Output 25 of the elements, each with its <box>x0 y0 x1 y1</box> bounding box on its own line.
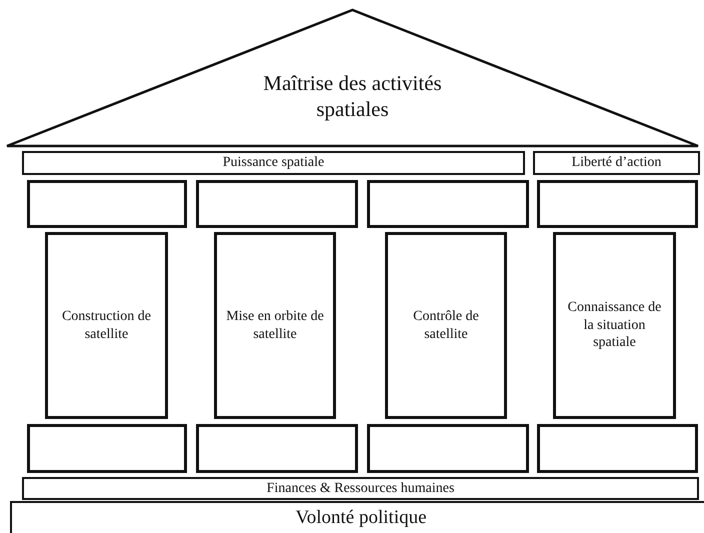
pillar-box <box>214 232 336 419</box>
pillar-box <box>385 232 507 419</box>
beam-bar <box>22 151 525 175</box>
pillar-label: Mise en orbite de satellite <box>225 308 325 343</box>
pillar-base-box <box>196 424 358 473</box>
pillar-base-box <box>537 424 698 473</box>
capital-box <box>367 180 529 228</box>
pillar-base-box <box>27 424 187 473</box>
beam-bar <box>22 477 699 500</box>
beam-label: Puissance spatiale <box>222 154 324 172</box>
capital-box <box>27 180 187 228</box>
pillar-box <box>553 232 676 419</box>
pillar-label: Connaissance de la situation spatiale <box>566 299 662 352</box>
pillar-box <box>45 232 168 419</box>
pillar-label: Construction de satellite <box>60 308 152 343</box>
beam-bar <box>533 151 700 175</box>
roof-label: Maîtrise des activités spatiales <box>262 70 443 122</box>
foundation-step <box>10 501 704 533</box>
beam-label: Finances & Ressources humaines <box>266 480 454 498</box>
capital-box <box>196 180 358 228</box>
beam-label: Liberté d’action <box>572 154 662 172</box>
pillar-base-box <box>367 424 529 473</box>
foundation-label: Volonté politique <box>295 506 427 530</box>
capital-box <box>537 180 698 228</box>
pillar-label: Contrôle de satellite <box>412 308 480 343</box>
